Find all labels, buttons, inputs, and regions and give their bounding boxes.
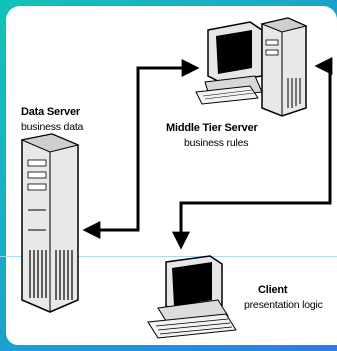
middle-tier-subtitle: business rules — [184, 137, 249, 149]
connector-middle-to-client — [172, 57, 333, 250]
bottom-strip — [0, 345, 337, 351]
client-pc-icon — [147, 255, 237, 339]
data-server-subtitle: business data — [21, 121, 84, 133]
client-subtitle: presentation logic — [244, 299, 323, 311]
divider-line — [0, 256, 337, 257]
middle-tier-title: Middle Tier Server — [166, 122, 258, 134]
data-server-icon — [20, 133, 80, 313]
data-server-title: Data Server — [21, 106, 80, 118]
middle-tier-server-icon — [195, 17, 308, 117]
client-title: Client — [258, 284, 288, 296]
connector-data-to-middle — [82, 59, 200, 239]
